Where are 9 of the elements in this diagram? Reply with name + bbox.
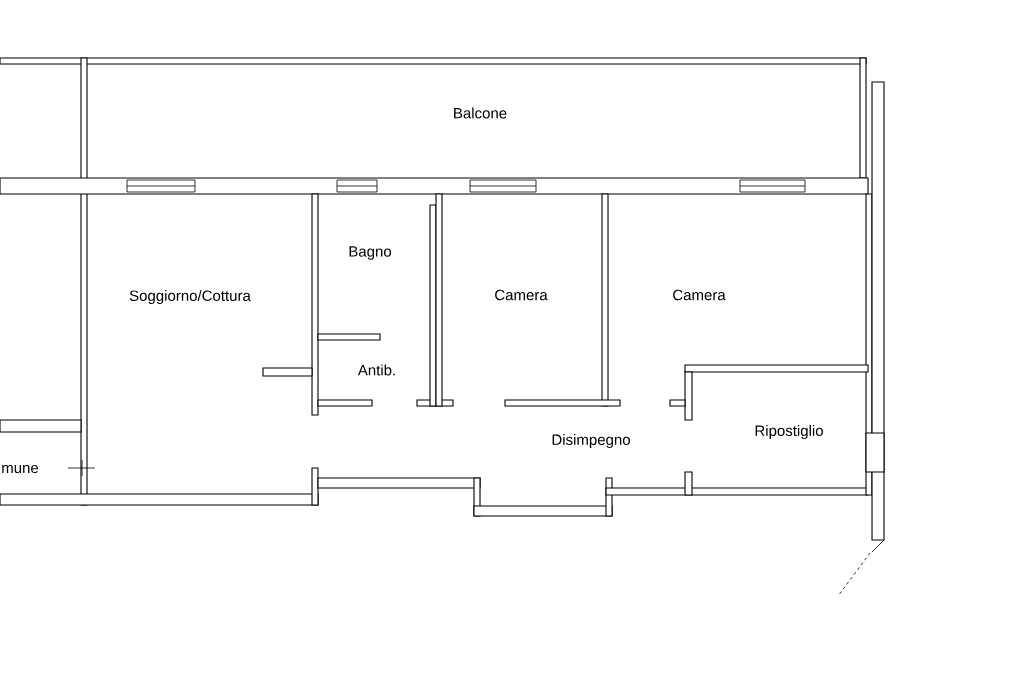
- room-label: Soggiorno/Cottura: [129, 290, 251, 304]
- room-label: mune: [2, 464, 39, 474]
- room-label: Antib.: [357, 364, 395, 376]
- room-label: Balcone: [454, 107, 507, 119]
- room-label: Camera: [673, 289, 726, 301]
- room-label: Ripostiglio: [755, 425, 823, 439]
- room-label: Bagno: [349, 246, 392, 260]
- room-label: Disimpegno: [552, 434, 630, 448]
- room-label: Camera: [495, 289, 548, 301]
